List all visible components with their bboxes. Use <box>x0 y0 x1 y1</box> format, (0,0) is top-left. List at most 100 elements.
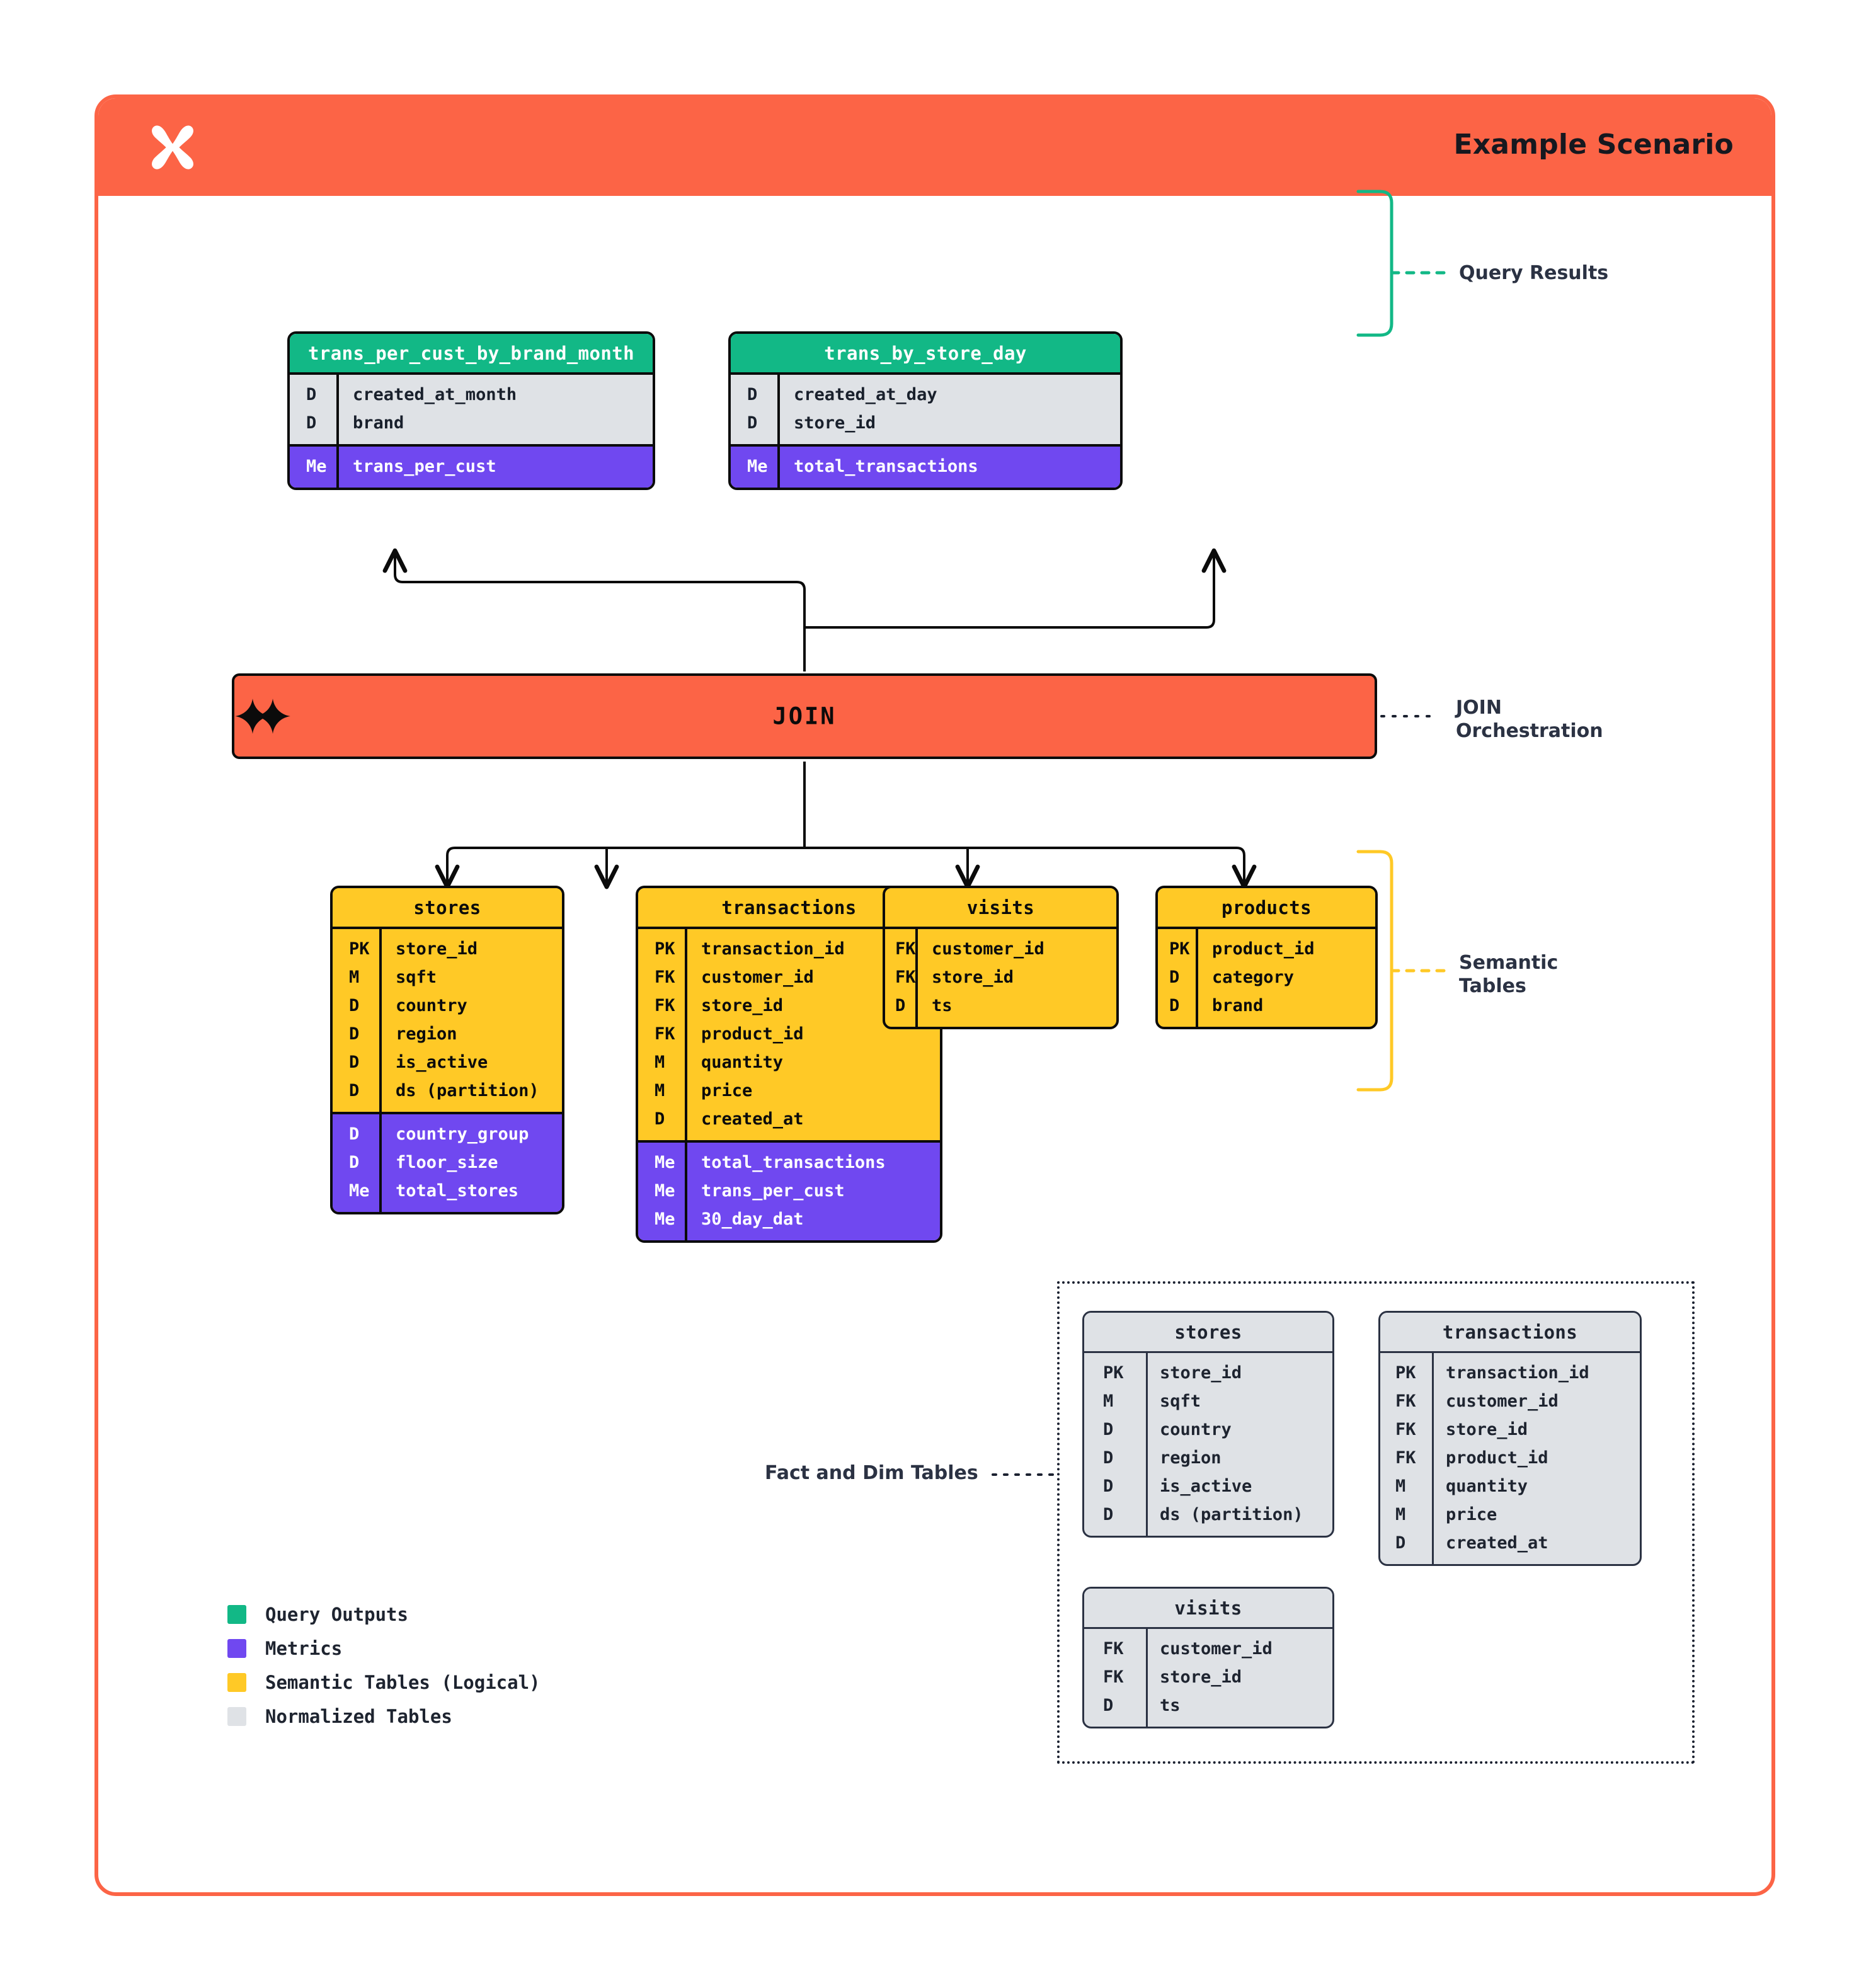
row-key: FK <box>1103 1639 1124 1659</box>
row-field: created_at_month <box>353 385 517 404</box>
row-field: region <box>1160 1448 1222 1468</box>
row-key: D <box>1103 1477 1114 1496</box>
row-field: total_transactions <box>701 1153 886 1172</box>
dimension-group: D created_at_month D brand <box>290 375 653 444</box>
annotation-semantic-line1: Semantic <box>1459 952 1559 974</box>
row-key: M <box>1395 1505 1406 1524</box>
diagram-frame: Example Scenario trans_per_c <box>94 94 1775 1896</box>
row-field: is_active <box>1160 1477 1252 1496</box>
table-row[interactable]: D created_at_month <box>290 380 653 409</box>
join-orchestration-bar[interactable]: JOIN <box>232 673 1377 759</box>
row-key: M <box>655 1081 665 1100</box>
page-title: Example Scenario <box>1453 129 1734 161</box>
table-row[interactable]: D created_at_day <box>731 380 1120 409</box>
query-result-card-1[interactable]: trans_by_store_day D created_at_day D st… <box>728 331 1123 490</box>
row-field: transaction_id <box>1446 1363 1589 1383</box>
row-field: sqft <box>1160 1391 1201 1411</box>
legend-item: Query Outputs <box>227 1597 541 1631</box>
row-field: ts <box>932 996 953 1015</box>
row-field: ts <box>1160 1696 1181 1715</box>
annotation-join-line2: Orchestration <box>1456 719 1603 742</box>
row-key: M <box>349 968 360 987</box>
row-field: store_id <box>1446 1420 1528 1439</box>
row-field: country <box>396 996 467 1015</box>
legend-label: Semantic Tables (Logical) <box>265 1672 541 1693</box>
x-sparkle-logo-icon <box>152 125 193 169</box>
row-key: D <box>349 1053 360 1072</box>
row-field: region <box>396 1024 457 1044</box>
table-row[interactable]: D store_id <box>731 409 1120 437</box>
row-field: store_id <box>794 413 876 433</box>
legend-swatch-query-outputs <box>227 1605 246 1624</box>
sparkle-diamond-icon <box>255 699 290 734</box>
annotation-query-results: Query Results <box>1459 262 1609 284</box>
row-field: quantity <box>701 1053 784 1072</box>
row-field: brand <box>1212 996 1264 1015</box>
row-key: D <box>1395 1533 1406 1553</box>
row-field: ds (partition) <box>396 1081 539 1100</box>
row-field: store_id <box>701 996 784 1015</box>
table-row[interactable]: D brand <box>290 409 653 437</box>
row-field: price <box>1446 1505 1497 1524</box>
row-field: ds (partition) <box>1160 1505 1303 1524</box>
row-key: M <box>655 1053 665 1072</box>
row-key: D <box>747 385 758 404</box>
table-row[interactable]: Me trans_per_cust <box>290 452 653 481</box>
row-field: quantity <box>1446 1477 1528 1496</box>
table-row[interactable]: Me total_transactions <box>731 452 1120 481</box>
row-field: customer_id <box>701 968 814 987</box>
query-result-card-0[interactable]: trans_per_cust_by_brand_month D created_… <box>287 331 655 490</box>
row-field: 30_day_dat <box>701 1209 804 1229</box>
